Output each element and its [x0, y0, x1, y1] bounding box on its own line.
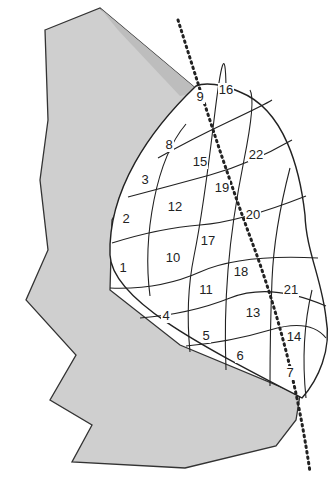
callout-number: 13	[245, 306, 261, 320]
callout-number: 10	[165, 251, 181, 265]
grey-fold	[100, 8, 200, 96]
callout-number: 2	[121, 212, 130, 226]
callout-number: 14	[286, 330, 302, 344]
callout-number: 18	[233, 265, 249, 279]
callout-number: 22	[248, 148, 264, 162]
callout-number: 6	[235, 349, 244, 363]
dotted-cut-line	[178, 20, 310, 472]
callout-number: 3	[140, 173, 149, 187]
callout-number: 5	[201, 329, 210, 343]
callout-number: 16	[218, 83, 234, 97]
callout-number: 9	[195, 90, 204, 104]
callout-number: 8	[164, 138, 173, 152]
callout-number: 19	[214, 181, 230, 195]
callout-number: 4	[161, 309, 170, 323]
callout-number: 21	[283, 283, 299, 297]
cell-borders	[110, 64, 326, 398]
callout-number: 15	[192, 155, 208, 169]
callout-number: 7	[285, 366, 294, 380]
callout-number: 20	[245, 208, 261, 222]
callout-number: 17	[200, 234, 216, 248]
callout-number: 1	[118, 261, 127, 275]
callout-number: 12	[167, 200, 183, 214]
flap-outline	[110, 84, 327, 398]
callout-number: 11	[198, 283, 214, 297]
